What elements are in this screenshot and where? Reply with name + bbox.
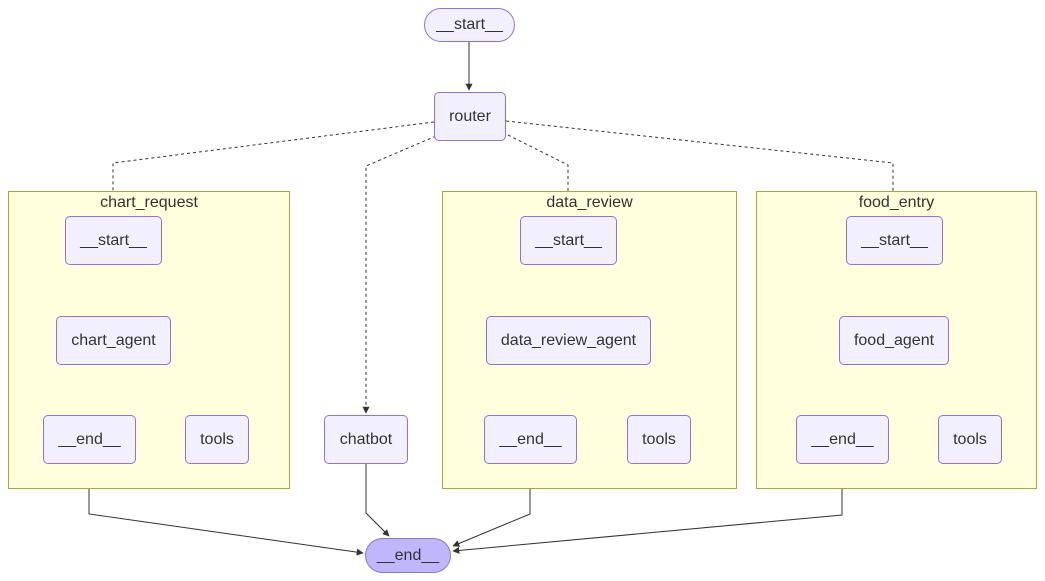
node-data-review-start[interactable]: __start__ bbox=[520, 216, 617, 265]
node-chatbot[interactable]: chatbot bbox=[324, 415, 408, 464]
cluster-title-data-review: data_review bbox=[546, 194, 633, 211]
node-start[interactable]: __start__ bbox=[424, 8, 515, 42]
node-router[interactable]: router bbox=[434, 92, 506, 141]
node-data-review-end[interactable]: __end__ bbox=[484, 415, 577, 464]
node-food-entry-start[interactable]: __start__ bbox=[846, 216, 943, 265]
node-chart-request-start[interactable]: __start__ bbox=[65, 216, 162, 265]
node-chart-request-tools[interactable]: tools bbox=[185, 415, 249, 464]
cluster-title-chart-request: chart_request bbox=[100, 194, 198, 211]
node-data-review-tools[interactable]: tools bbox=[627, 415, 691, 464]
edge-router-data-review bbox=[507, 134, 572, 215]
node-chart-agent[interactable]: chart_agent bbox=[56, 316, 171, 365]
node-food-entry-tools[interactable]: tools bbox=[938, 415, 1002, 464]
cluster-title-food-entry: food_entry bbox=[858, 194, 935, 211]
node-chart-request-end[interactable]: __end__ bbox=[43, 415, 136, 464]
node-food-agent[interactable]: food_agent bbox=[839, 316, 949, 365]
edge-chatbot-end bbox=[365, 464, 390, 537]
edge-router-chatbot bbox=[362, 135, 437, 414]
node-end[interactable]: __end__ bbox=[365, 538, 451, 573]
node-food-entry-end[interactable]: __end__ bbox=[796, 415, 889, 464]
node-data-review-agent[interactable]: data_review_agent bbox=[486, 316, 651, 365]
